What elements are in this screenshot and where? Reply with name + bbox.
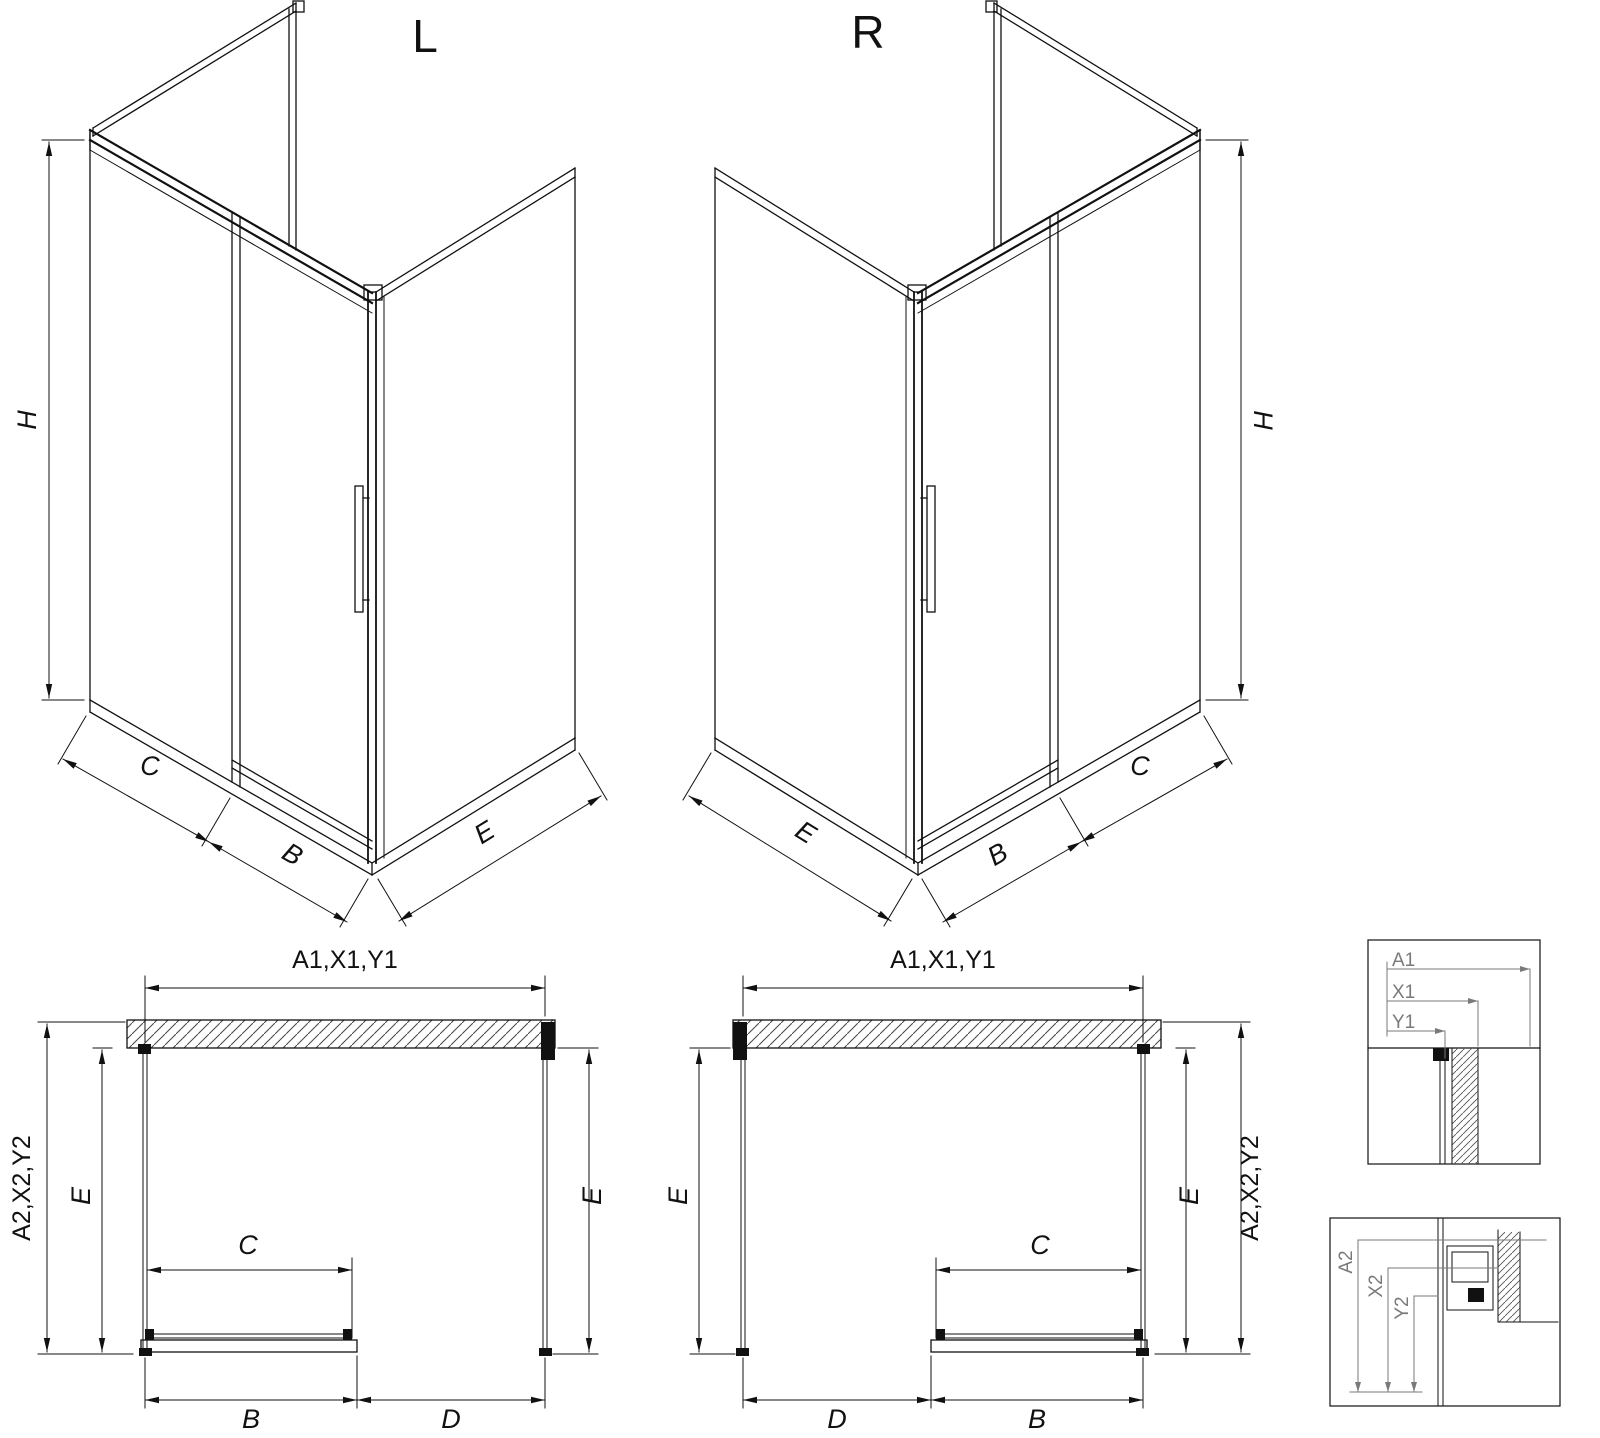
plan-right-inner-depth-right-label: E	[1174, 1186, 1204, 1205]
detail-top-dim-x1: X1	[1392, 982, 1415, 1003]
plan-right-inner-depth-left-label: E	[663, 1186, 693, 1205]
plan-right-outer-depth-label: A2,X2,Y2	[1236, 1135, 1264, 1241]
iso-right-geometry	[683, 1, 1248, 927]
plan-left-side-panel-label: D	[441, 1404, 461, 1434]
detail-top-dim-y1: Y1	[1392, 1012, 1415, 1033]
detail-bottom-dim-a2: A2	[1336, 1250, 1357, 1273]
dim-label-height-right: H	[1248, 410, 1278, 430]
dim-label-height-left: H	[12, 410, 42, 430]
plan-left-door-glass-label: C	[238, 1230, 258, 1260]
iso-left-labels: L H C B E	[12, 10, 501, 872]
detail-bottom-dim-y2: Y2	[1392, 1296, 1413, 1319]
plan-right-door-glass-label: C	[1030, 1230, 1050, 1260]
plan-left-door-rail-label: B	[242, 1404, 260, 1434]
plan-left-inner-depth-left-label: E	[66, 1186, 96, 1205]
iso-left-geometry	[42, 1, 607, 927]
dim-label-back-panel-left: C	[140, 751, 160, 781]
plan-left-inner-depth-right-label: E	[577, 1186, 607, 1205]
plan-right-door-rail-label: B	[1028, 1404, 1046, 1434]
plan-left-outer-depth-label: A2,X2,Y2	[8, 1135, 36, 1241]
dim-label-back-panel-right: C	[1130, 751, 1150, 781]
view-title-right: R	[851, 6, 884, 58]
plan-right-labels: A1,X1,Y1 A2,X2,Y2 E E C D B	[663, 946, 1264, 1434]
plan-left-top-width-label: A1,X1,Y1	[292, 946, 398, 974]
plan-left-labels: A1,X1,Y1 A2,X2,Y2 E E C B D	[8, 946, 607, 1434]
plan-right-side-panel-label: D	[827, 1404, 847, 1434]
detail-bottom-dim-x2: X2	[1366, 1274, 1387, 1297]
plan-left-wall-hatch	[127, 1020, 555, 1048]
dim-label-side-left: E	[469, 814, 501, 850]
detail-wall-section-horizontal: A2 X2 Y2	[1329, 1217, 1561, 1407]
view-title-left: L	[412, 10, 438, 62]
detail-wall-section-vertical: A1 X1 Y1	[1367, 939, 1541, 1165]
plan-right-top-width-label: A1,X1,Y1	[890, 946, 996, 974]
plan-right-wall-hatch	[733, 1020, 1161, 1048]
iso-right-labels: R H C B E	[790, 6, 1278, 872]
detail-top-dim-a1: A1	[1392, 950, 1415, 971]
dim-label-door-left: B	[277, 837, 308, 872]
dim-label-side-right: E	[790, 815, 822, 851]
dim-label-door-right: B	[982, 837, 1013, 872]
